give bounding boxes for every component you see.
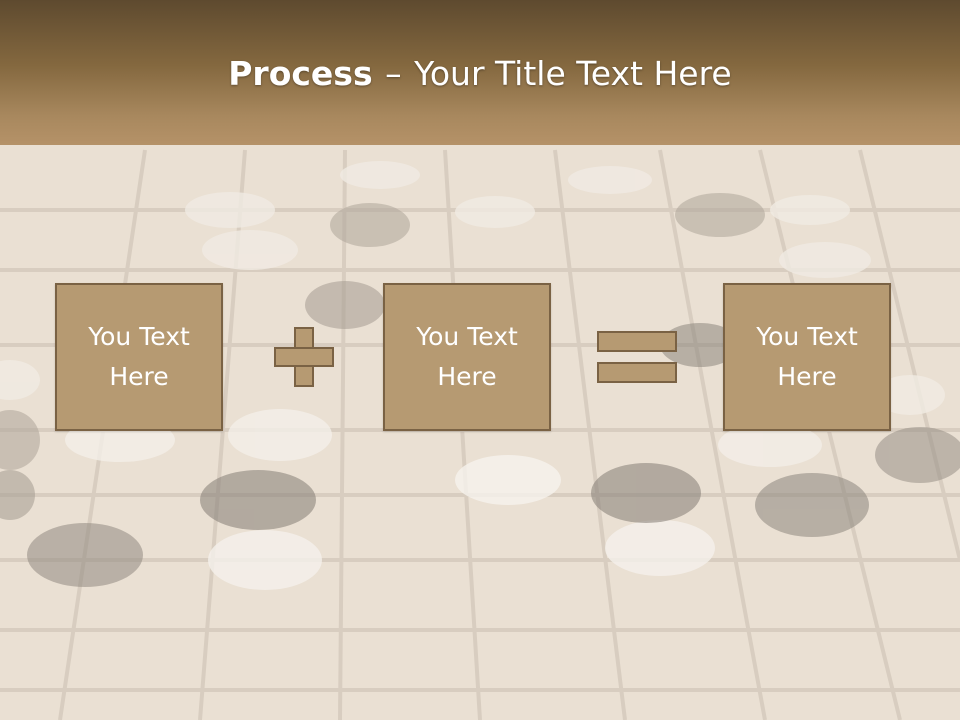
text-box-2[interactable]: You Text Here — [383, 283, 551, 431]
title-bar: Process – Your Title Text Here — [0, 0, 960, 145]
title-text: Your Title Text Here — [414, 54, 732, 93]
text-box-3[interactable]: You Text Here — [723, 283, 891, 431]
text-box-1-label: You Text Here — [88, 322, 190, 391]
text-box-3-label: You Text Here — [756, 322, 858, 391]
title-dash: – — [385, 54, 402, 93]
text-box-2-label: You Text Here — [416, 322, 518, 391]
text-box-1[interactable]: You Text Here — [55, 283, 223, 431]
title-bold-word: Process — [228, 54, 373, 93]
equals-icon — [597, 331, 677, 383]
plus-icon — [274, 327, 334, 387]
slide-title[interactable]: Process – Your Title Text Here — [0, 50, 960, 98]
